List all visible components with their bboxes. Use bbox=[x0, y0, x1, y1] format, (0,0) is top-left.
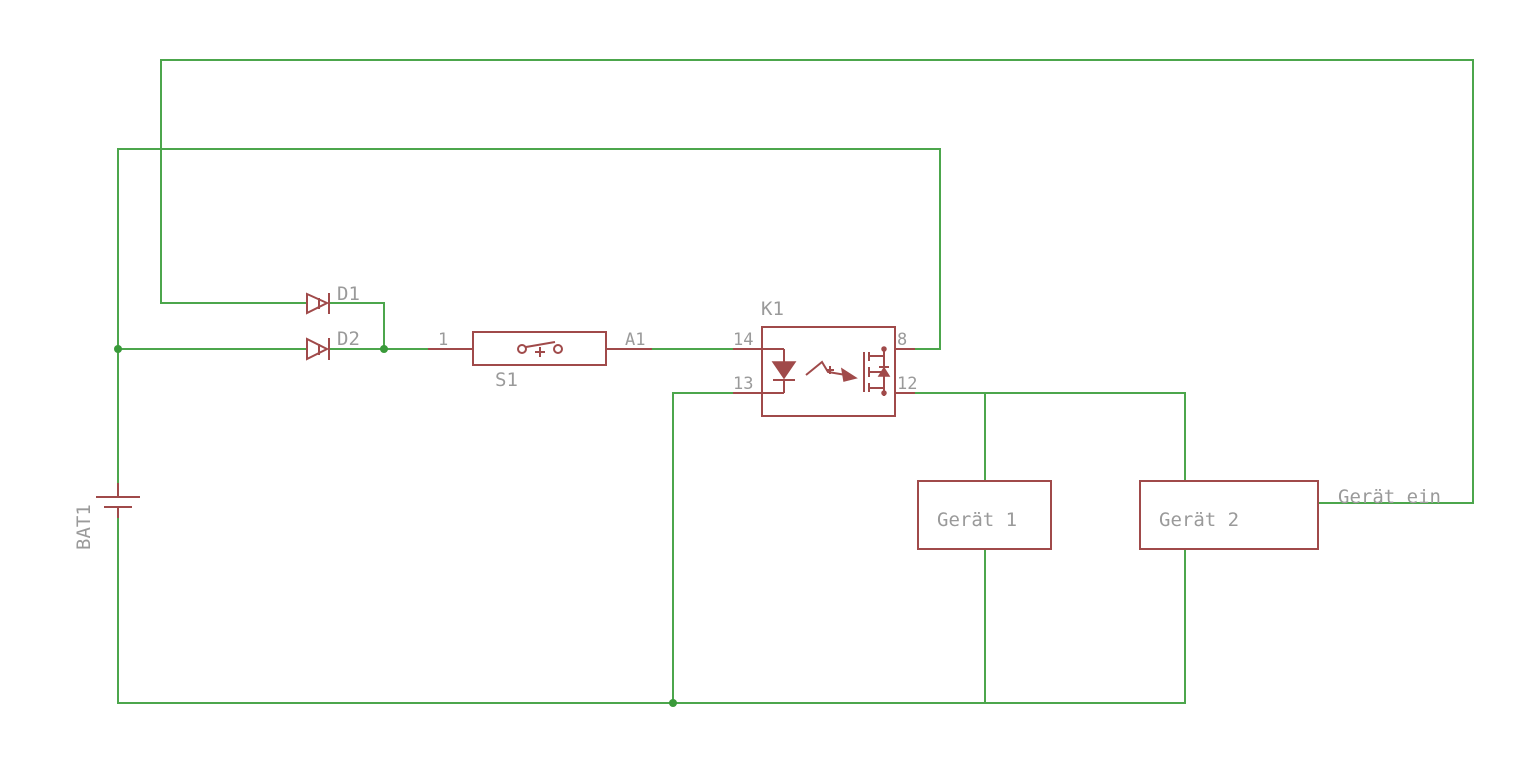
wires bbox=[117, 59, 1474, 704]
device1-label: Gerät 1 bbox=[937, 509, 1017, 531]
wire-relay12-to-devices bbox=[896, 392, 1186, 482]
switch-label: S1 bbox=[495, 369, 518, 391]
junction-ground bbox=[669, 699, 677, 707]
relay-pin12-label: 12 bbox=[897, 374, 917, 394]
diode-d1: D1 bbox=[306, 283, 360, 315]
device-geraet1: Gerät 1 bbox=[917, 480, 1052, 550]
wire-left-top-to-pin8 bbox=[117, 148, 941, 484]
wire-top-loop bbox=[160, 59, 1474, 504]
diode-d2: D2 bbox=[306, 328, 360, 361]
relay-label: K1 bbox=[761, 298, 784, 320]
switch-pin1-label: 1 bbox=[438, 330, 448, 350]
switch-s1: 1 A1 S1 bbox=[428, 330, 652, 391]
battery-label: BAT1 bbox=[73, 504, 95, 550]
relay-pin14-label: 14 bbox=[733, 330, 753, 350]
junction-left bbox=[114, 345, 122, 353]
relay-k1: K1 14 13 8 12 bbox=[733, 298, 917, 417]
device-geraet2: Gerät 2 bbox=[1139, 480, 1319, 550]
net-label-geraet-ein: Gerät ein bbox=[1338, 486, 1441, 508]
junctions bbox=[114, 345, 677, 707]
wire-relay13-to-ground bbox=[672, 392, 763, 704]
device2-label: Gerät 2 bbox=[1159, 509, 1239, 531]
battery-bat1: BAT1 bbox=[73, 483, 140, 550]
relay-pin13-label: 13 bbox=[733, 374, 753, 394]
diode2-label: D2 bbox=[337, 328, 360, 350]
wire-bottom-rail bbox=[117, 517, 1186, 704]
switch-pina1-label: A1 bbox=[625, 330, 645, 350]
relay-pin8-label: 8 bbox=[897, 330, 907, 350]
wire-d1-cathode bbox=[329, 302, 385, 350]
junction-diodes bbox=[380, 345, 388, 353]
diode1-label: D1 bbox=[337, 283, 360, 305]
